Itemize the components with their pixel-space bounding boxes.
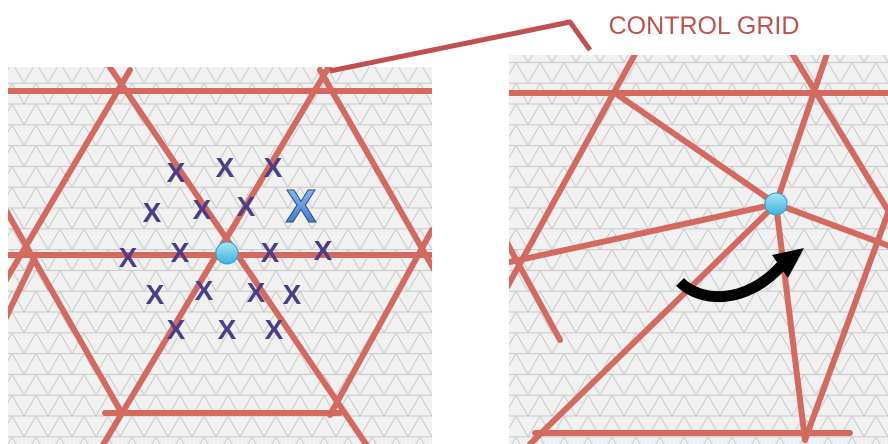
- displacement-arrow: [676, 261, 787, 303]
- grid-line: [8, 252, 39, 321]
- x-marker: X: [119, 242, 138, 273]
- grid-line: [802, 204, 888, 443]
- x-marker: X: [216, 152, 235, 183]
- x-marker: X: [218, 314, 237, 345]
- grid-line: [317, 67, 432, 273]
- left-control-grid: [8, 67, 432, 444]
- left-panel: X X X X X X X X X X X X X X X X X X: [8, 67, 432, 444]
- grid-line: [527, 201, 779, 444]
- grid-line: [773, 201, 808, 443]
- x-marker: X: [167, 157, 186, 188]
- grid-line: [8, 207, 123, 413]
- x-marker: X: [265, 314, 284, 345]
- x-marker: X: [314, 235, 333, 266]
- x-marker: X: [261, 237, 280, 268]
- x-marker: X: [264, 152, 283, 183]
- x-marker: X: [237, 191, 256, 222]
- arrow-head-icon: [772, 248, 804, 278]
- highlighted-x-marker: X: [286, 180, 317, 232]
- grid-line: [509, 240, 563, 343]
- grid-line: [612, 90, 779, 207]
- x-marker: X: [195, 275, 214, 306]
- grid-line: [509, 201, 779, 265]
- sample-markers: X X X X X X X X X X X X X X X X X: [119, 152, 333, 345]
- x-marker: X: [283, 279, 302, 310]
- control-node: [215, 241, 239, 265]
- control-grid-label: CONTROL GRID: [609, 12, 800, 40]
- grid-line: [327, 227, 432, 418]
- grid-line: [8, 67, 133, 283]
- x-marker: X: [143, 197, 162, 228]
- x-marker: X: [247, 277, 266, 308]
- right-panel: [509, 55, 888, 444]
- grid-line: [773, 55, 830, 207]
- x-marker: X: [193, 194, 212, 225]
- x-marker: X: [171, 237, 190, 268]
- x-marker: X: [146, 279, 165, 310]
- grid-line: [789, 55, 888, 217]
- label-leader-line: [329, 19, 593, 74]
- right-control-grid: [509, 55, 888, 444]
- moved-control-node: [764, 192, 788, 216]
- grid-line: [100, 67, 333, 444]
- x-marker: X: [167, 314, 186, 345]
